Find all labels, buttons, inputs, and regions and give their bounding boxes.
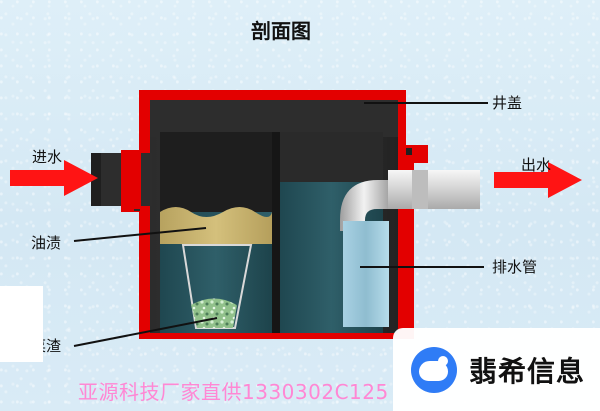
- outlet-elbow: [340, 180, 388, 231]
- label-drain-pipe: 排水管: [492, 258, 537, 276]
- right-upper-chamber: [280, 132, 383, 182]
- inlet-flange: [121, 150, 141, 209]
- label-inlet: 进水: [32, 148, 62, 166]
- label-outlet: 出水: [521, 156, 551, 174]
- inlet-arrow: [10, 160, 98, 196]
- outlet-pipe-horizontal: [388, 170, 480, 209]
- center-divider: [272, 132, 280, 333]
- outlet-arrow: [494, 162, 582, 198]
- outlet-pipe-coupler: [412, 170, 428, 209]
- oil-pointer-line: [73, 227, 207, 242]
- label-cover: 井盖: [492, 94, 522, 112]
- diagram-title: 剖面图: [251, 19, 311, 43]
- residue-pile: [191, 298, 237, 328]
- left-red-wall: [140, 90, 150, 338]
- watermark-text: 翡希信息: [469, 354, 586, 388]
- inlet-pipe-edge: [91, 153, 101, 206]
- residue-basket: [181, 244, 253, 329]
- left-white-block: [0, 286, 43, 362]
- label-oil: 油渍: [31, 234, 61, 252]
- residue-pointer-line: [73, 317, 218, 347]
- watermark: 翡希信息: [393, 328, 600, 411]
- left-upper-chamber: [160, 132, 272, 212]
- top-red-wall: [146, 90, 404, 100]
- footer-text: 亚源科技厂家直供1330302C125: [78, 380, 389, 404]
- cloud-icon: [411, 346, 457, 393]
- drain-pipe: [343, 221, 389, 327]
- right-red-wall: [398, 90, 406, 338]
- oil-layer: [160, 207, 272, 244]
